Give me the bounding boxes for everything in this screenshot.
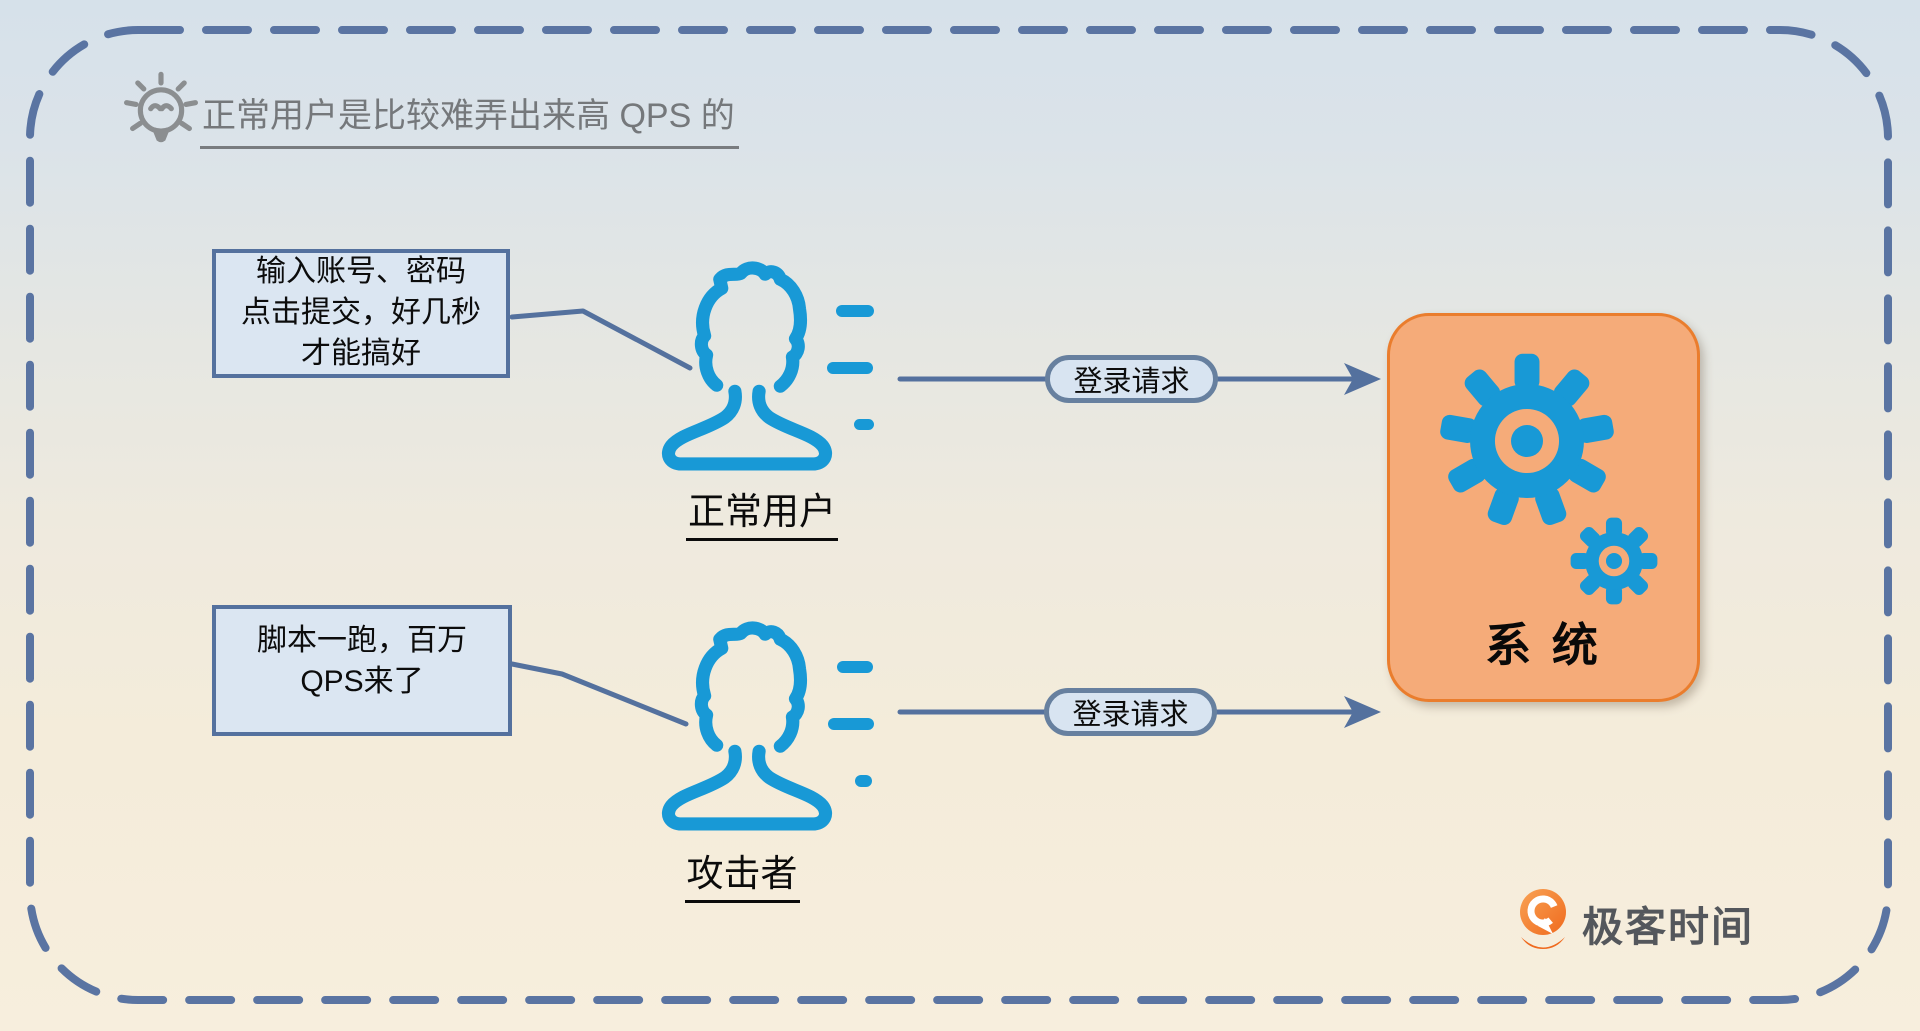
gear-icon xyxy=(1440,353,1614,525)
callout-line: 点击提交，好几秒 xyxy=(241,296,481,330)
callout-line: 才能搞好 xyxy=(301,336,421,370)
login-request-label: 登录请求 xyxy=(1073,366,1190,398)
page-title: 正常用户是比较难弄出来高 QPS 的 xyxy=(200,88,739,149)
actor-label-normal-user: 正常用户 xyxy=(632,481,892,541)
brand-logo: 极客时间 xyxy=(1516,888,1754,956)
login-request-label: 登录请求 xyxy=(1072,699,1189,731)
bulb-base xyxy=(153,131,169,143)
callout-normal-user: 输入账号、密码 点击提交，好几秒 才能搞好 xyxy=(212,249,510,378)
geektime-logo-icon xyxy=(1520,889,1566,949)
speed-dash-icon xyxy=(836,305,874,317)
user-icon xyxy=(661,261,833,471)
speed-dash-icon xyxy=(855,775,872,787)
arrow-head-icon xyxy=(1344,696,1381,728)
user-icon xyxy=(661,621,833,831)
callout-line: 脚本一跑，百万 xyxy=(257,623,467,657)
brand-name: 极客时间 xyxy=(1582,904,1754,950)
arrow-head-icon xyxy=(1344,363,1381,395)
speed-dash-icon xyxy=(837,661,873,673)
system-label: 系 统 xyxy=(1485,619,1602,671)
callout-attacker: 脚本一跑，百万 QPS来了 xyxy=(212,605,512,736)
speed-dash-icon xyxy=(828,718,874,730)
callout-line: 输入账号、密码 xyxy=(256,255,466,289)
system-box: 系 统 xyxy=(1387,313,1700,702)
gear-icon xyxy=(1570,517,1658,605)
login-request-badge: 登录请求 xyxy=(1044,688,1217,736)
login-request-badge: 登录请求 xyxy=(1045,355,1218,403)
callout-line: QPS来了 xyxy=(300,664,424,698)
actor-label-attacker: 攻击者 xyxy=(612,843,872,903)
lightbulb-icon xyxy=(124,71,198,143)
speed-dash-icon xyxy=(854,419,874,430)
speed-dash-icon xyxy=(827,362,873,374)
